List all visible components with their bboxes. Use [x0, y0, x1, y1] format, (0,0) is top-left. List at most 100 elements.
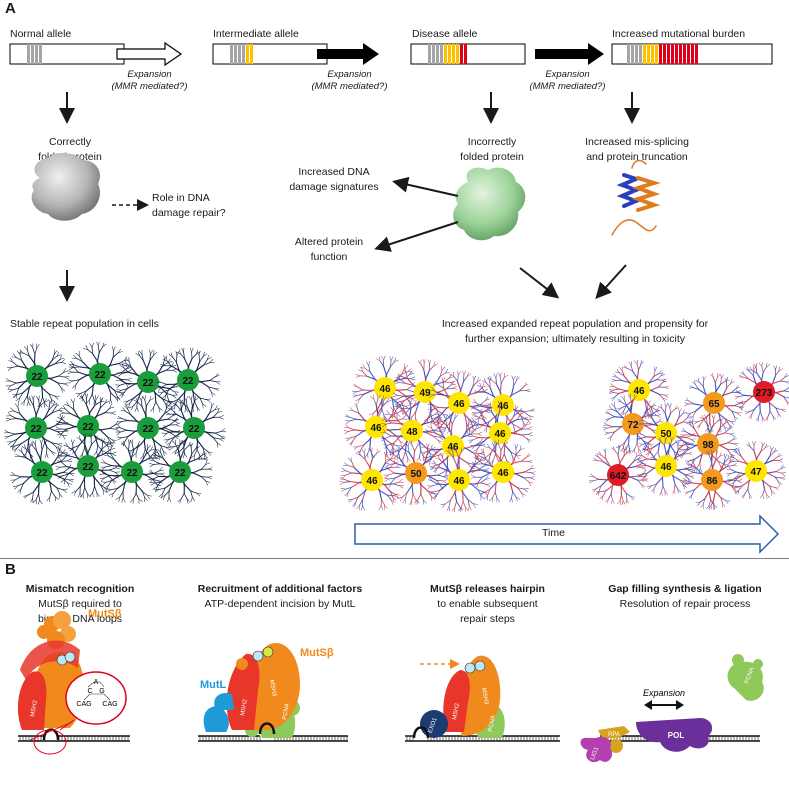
mid-cell: 46 [427, 370, 492, 435]
svg-text:46: 46 [453, 399, 465, 410]
correctly-folded-protein [31, 152, 101, 221]
normal-cell: 22 [161, 395, 227, 461]
mid-cell: 46 [426, 447, 492, 513]
svg-text:46: 46 [497, 401, 509, 412]
normal-cell: 22 [10, 439, 75, 505]
svg-text:98: 98 [702, 440, 714, 451]
disease-allele-bar [410, 43, 526, 65]
late-cell: 47 [726, 441, 787, 500]
late-cell: 86 [682, 449, 743, 510]
mid-cell: 49 [392, 359, 458, 424]
late-cell-population: 46 65 273 72 50 98 642 46 86 47 [588, 359, 789, 510]
svg-text:46: 46 [366, 476, 378, 487]
loop-right: CAG [102, 701, 117, 708]
exo1-label: EXO1 [428, 716, 439, 734]
svg-text:86: 86 [706, 476, 718, 487]
mutsb-label-2: MutSβ [300, 647, 334, 659]
expansion-label-3: Expansion(MMR mediated?) [529, 69, 606, 92]
normal-cell: 22 [55, 433, 121, 499]
pcna-label-4: PCNA [744, 667, 755, 685]
svg-text:46: 46 [370, 423, 382, 434]
normal-cell: 22 [5, 343, 70, 408]
late-cell: 65 [683, 372, 745, 433]
normal-cell: 22 [115, 349, 180, 413]
step-recruitment: Recruitment of additional factors ATP-de… [197, 583, 363, 610]
svg-text:22: 22 [31, 372, 43, 383]
svg-text:49: 49 [419, 388, 431, 399]
msh2-label-3: MSH2 [452, 702, 461, 720]
pcna-label-3: PCNA [488, 715, 497, 732]
svg-text:72: 72 [627, 420, 639, 431]
loop-base-g: G [99, 688, 104, 695]
svg-text:22: 22 [142, 378, 154, 389]
intermediate-allele-label: Intermediate allele [213, 28, 299, 40]
normal-allele-label: Normal allele [10, 28, 72, 40]
svg-text:22: 22 [182, 376, 194, 387]
disease-allele-label: Disease allele [412, 28, 478, 40]
svg-text:273: 273 [756, 388, 773, 399]
mid-cell: 48 [380, 398, 445, 463]
expansion-arrow-2 [317, 43, 379, 65]
time-arrow [354, 514, 780, 554]
late-cell: 72 [602, 393, 664, 454]
loop-base-top: A [94, 679, 99, 686]
svg-text:50: 50 [660, 429, 672, 440]
svg-text:46: 46 [497, 468, 509, 479]
expansion-arrow-3 [535, 43, 604, 65]
normal-cell: 22 [55, 393, 121, 459]
expansion-label-b: Expansion [643, 688, 685, 698]
msh3-label-3: MSH3 [480, 687, 489, 705]
step-hairpin-release: MutSβ releases hairpin to enable subsequ… [430, 583, 545, 625]
increased-population-caption: Increased expanded repeat population and… [441, 318, 709, 345]
svg-text:50: 50 [410, 469, 422, 480]
svg-text:22: 22 [94, 370, 106, 381]
late-cell: 273 [734, 362, 789, 422]
normal-cell: 22 [67, 341, 133, 405]
rpa-label: RPA [608, 732, 620, 738]
svg-text:47: 47 [750, 467, 762, 478]
svg-text:22: 22 [126, 468, 138, 479]
lig1-label: LIG1 [590, 746, 600, 761]
mutational-burden-label: Increased mutational burden [612, 28, 746, 40]
svg-text:46: 46 [494, 429, 506, 440]
mutational-burden-bar [611, 43, 773, 65]
svg-text:48: 48 [406, 427, 418, 438]
mid-cell: 46 [470, 439, 536, 503]
svg-text:46: 46 [660, 462, 672, 473]
late-cell: 98 [677, 414, 739, 474]
time-label: Time [542, 527, 565, 539]
mutsb-label-1: MutSβ [88, 608, 122, 620]
panel-b-letter: B [5, 561, 16, 578]
svg-text:642: 642 [610, 471, 627, 482]
normal-allele-bar [9, 43, 125, 65]
svg-text:46: 46 [447, 442, 459, 453]
stable-population-caption: Stable repeat population in cells [10, 318, 159, 330]
pol-label: POL [668, 731, 685, 740]
step2-complex [203, 643, 300, 738]
late-cell: 46 [636, 435, 696, 496]
svg-text:22: 22 [82, 422, 94, 433]
svg-text:22: 22 [36, 468, 48, 479]
loop-base-c: C [87, 688, 92, 695]
incorrectly-folded-protein [453, 167, 526, 241]
truncated-protein [611, 159, 661, 236]
mid-cell: 46 [352, 355, 418, 421]
loop-left: CAG [76, 701, 91, 708]
step3-complex [412, 655, 505, 739]
pcna-label-2: PCNA [282, 703, 291, 720]
panel-divider [0, 558, 789, 559]
expansion-label-2: Expansion(MMR mediated?) [311, 69, 388, 92]
step1-complex [17, 611, 127, 755]
expansion-arrow-1 [116, 41, 183, 67]
normal-cell: 22 [99, 439, 165, 504]
normal-cell: 22 [115, 395, 181, 461]
svg-text:46: 46 [633, 386, 645, 397]
mutl-label: MutL [200, 679, 227, 691]
